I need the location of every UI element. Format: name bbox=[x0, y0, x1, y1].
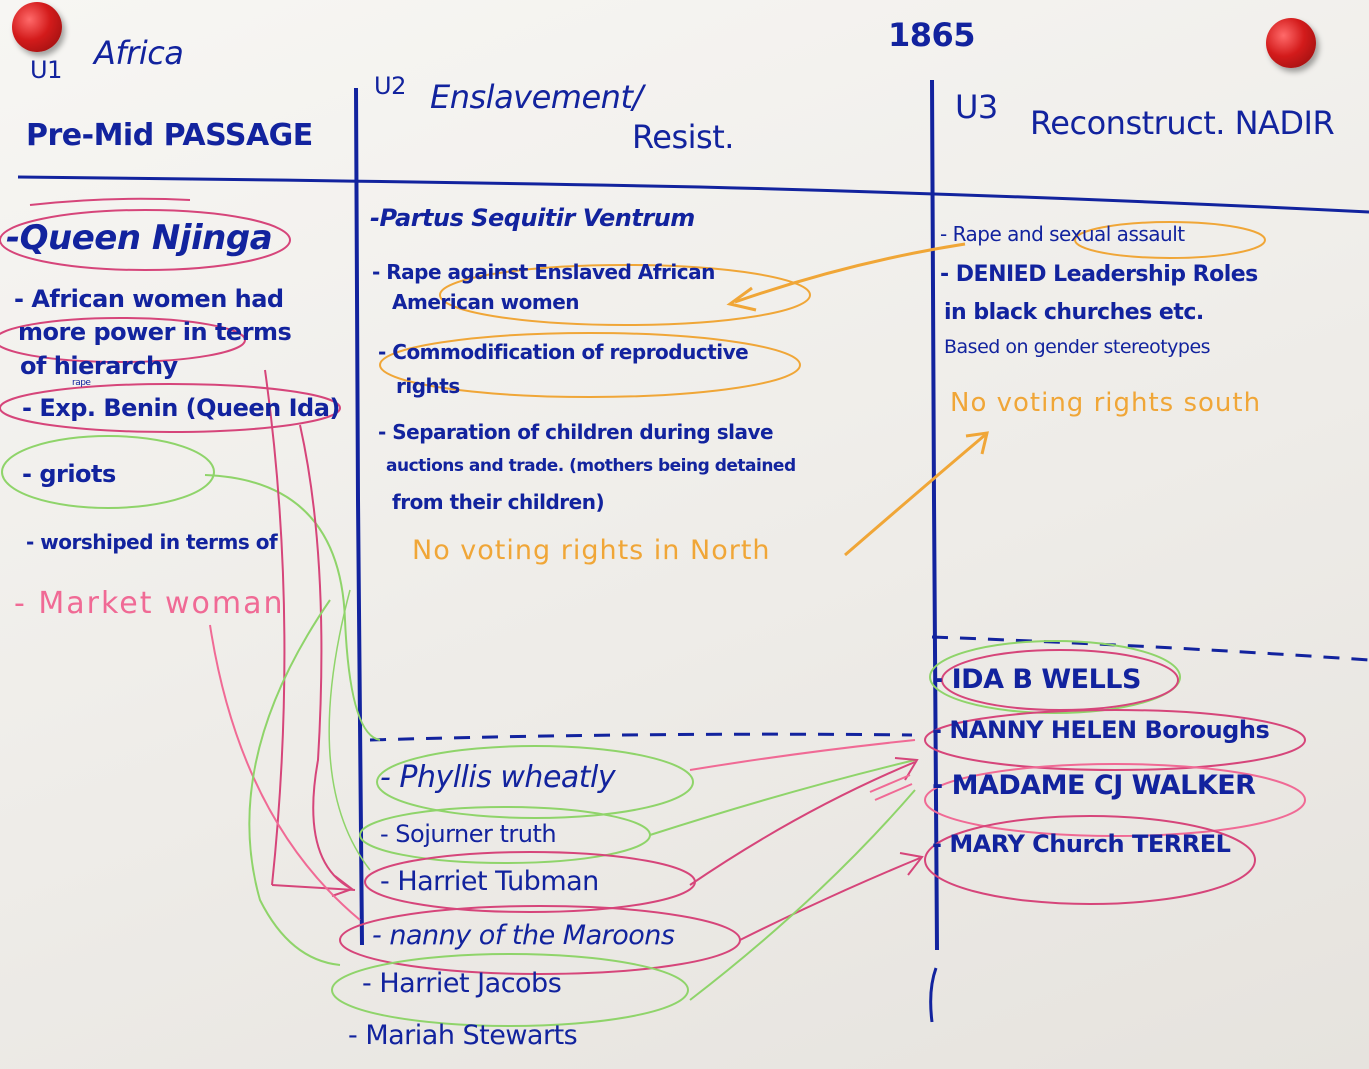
tubman-to-walker-arrow bbox=[690, 762, 915, 885]
u2-person-nanny-maroons: - nanny of the Maroons bbox=[372, 920, 674, 951]
u2-item-from-children: from their children) bbox=[392, 490, 604, 514]
u2-item-rape-enslaved: - Rape against Enslaved African bbox=[372, 260, 715, 284]
u1-unit-label: U1 bbox=[30, 56, 62, 84]
u3-item-denied-leadership: - DENIED Leadership Roles bbox=[940, 262, 1258, 287]
nanny-to-terrel-arrow bbox=[740, 858, 920, 940]
u2-item-american-women: American women bbox=[392, 290, 579, 314]
column-divider-1 bbox=[356, 88, 362, 945]
u1-item-griots: - griots bbox=[22, 460, 116, 488]
phyllis-to-wells-line bbox=[690, 740, 915, 770]
hierarchy-to-tubman-line-2 bbox=[272, 885, 355, 890]
u2-unit-label: U2 bbox=[374, 72, 406, 100]
jacobs-to-u3-line bbox=[690, 790, 915, 1000]
u1-item-worshiped: - worshiped in terms of bbox=[26, 530, 277, 554]
queen-njinga-top-stroke bbox=[30, 199, 190, 205]
u1-item-hierarchy: of hierarchy bbox=[20, 352, 178, 380]
u1-title-line2: Pre-Mid PASSAGE bbox=[26, 118, 313, 153]
u2-title-line1: Enslavement/ bbox=[430, 78, 643, 116]
dashed-separator-u2 bbox=[370, 734, 912, 740]
u1-item-benin: - Exp. Benin (Queen Ida) bbox=[22, 394, 340, 422]
u3-item-rape-sexual-assault: - Rape and sexual assault bbox=[940, 222, 1185, 246]
u1-title-line1: Africa bbox=[94, 34, 183, 72]
column-divider-2 bbox=[932, 80, 937, 950]
u1-item-rape-note: rape bbox=[72, 378, 90, 388]
u1-item-market-woman: - Market woman bbox=[14, 586, 285, 621]
dashed-separator-u3 bbox=[932, 637, 1369, 660]
u2-title-line2: Resist. bbox=[632, 118, 734, 156]
u1-item-queen-njinga: -Queen Njinga bbox=[6, 218, 272, 258]
year-heading: 1865 bbox=[888, 16, 975, 54]
u3-item-no-voting-south: No voting rights south bbox=[950, 388, 1261, 418]
u2-person-tubman: - Harriet Tubman bbox=[380, 866, 599, 897]
benin-to-tubman-arrow-head bbox=[332, 876, 352, 896]
u1-item-african-women: - African women had bbox=[14, 285, 284, 313]
u3-person-ida-wells: - IDA B WELLS bbox=[932, 664, 1141, 695]
u3-unit-label: U3 bbox=[955, 88, 998, 126]
orange-arrow-rape bbox=[735, 244, 965, 302]
u2-item-separation: - Separation of children during slave bbox=[378, 420, 773, 444]
u3-item-gender-stereotypes: Based on gender stereotypes bbox=[944, 336, 1210, 358]
u3-person-helen-boroughs: - NANNY HELEN Boroughs bbox=[932, 716, 1269, 744]
u3-item-black-churches: in black churches etc. bbox=[944, 300, 1204, 325]
u3-title-line1: Reconstruct. NADIR bbox=[1030, 104, 1334, 142]
u2-person-mariah: - Mariah Stewarts bbox=[348, 1020, 577, 1051]
u2-item-auctions: auctions and trade. (mothers being detai… bbox=[386, 456, 796, 476]
u2-item-no-voting-north: No voting rights in North bbox=[412, 535, 771, 566]
u2-item-partus: -Partus Sequitir Ventrum bbox=[370, 204, 695, 232]
u3-person-mary-terrel: - MARY Church TERREL bbox=[932, 830, 1230, 858]
u2-item-commodification: - Commodification of reproductive bbox=[378, 340, 748, 364]
u1-item-more-power: more power in terms bbox=[18, 318, 291, 346]
u2-person-sojourner: - Sojurner truth bbox=[380, 820, 556, 848]
u3-person-madame-walker: - MADAME CJ WALKER bbox=[932, 770, 1255, 801]
u2-person-jacobs: - Harriet Jacobs bbox=[362, 968, 561, 999]
u2-item-rights: rights bbox=[396, 374, 460, 398]
green-left-line-1 bbox=[249, 600, 340, 965]
u2-person-phyllis: - Phyllis wheatly bbox=[380, 760, 615, 795]
orange-arrow-voting bbox=[845, 435, 985, 555]
column-divider-2-tail bbox=[931, 968, 936, 1022]
sojourner-to-u3-line bbox=[650, 760, 915, 835]
